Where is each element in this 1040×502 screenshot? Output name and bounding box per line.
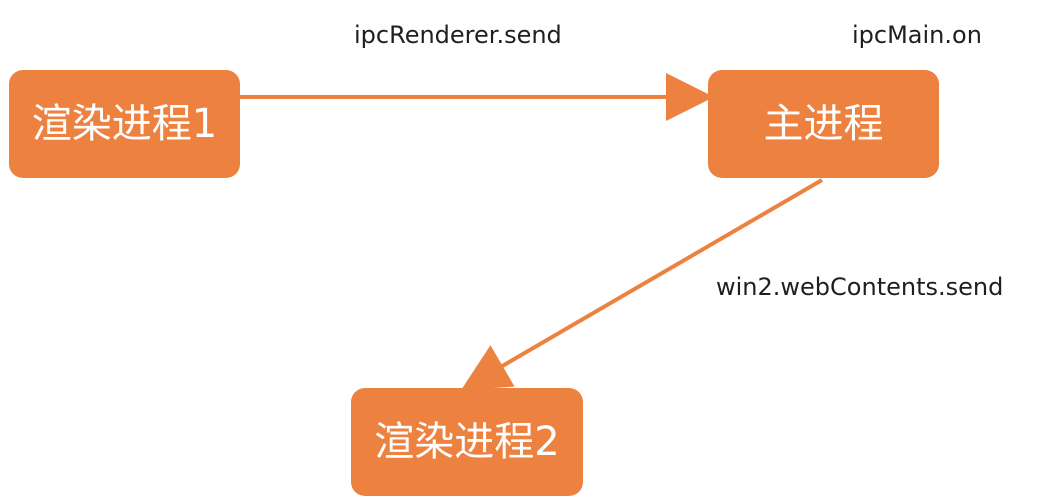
main-process-label: 主进程 (763, 101, 884, 147)
ipc-renderer-send-label: ipcRenderer.send (354, 21, 562, 49)
renderer-process-1-label: 渲染进程1 (31, 101, 218, 147)
arrow-main-to-renderer2 (461, 178, 824, 391)
ipc-main-on-label: ipcMain.on (852, 21, 982, 49)
renderer-process-1-node: 渲染进程1 (9, 70, 240, 178)
renderer-process-2-node: 渲染进程2 (351, 388, 583, 496)
main-process-node: 主进程 (708, 70, 939, 178)
renderer-process-2-label: 渲染进程2 (374, 419, 560, 465)
win2-webcontents-send-label: win2.webContents.send (716, 273, 1004, 301)
